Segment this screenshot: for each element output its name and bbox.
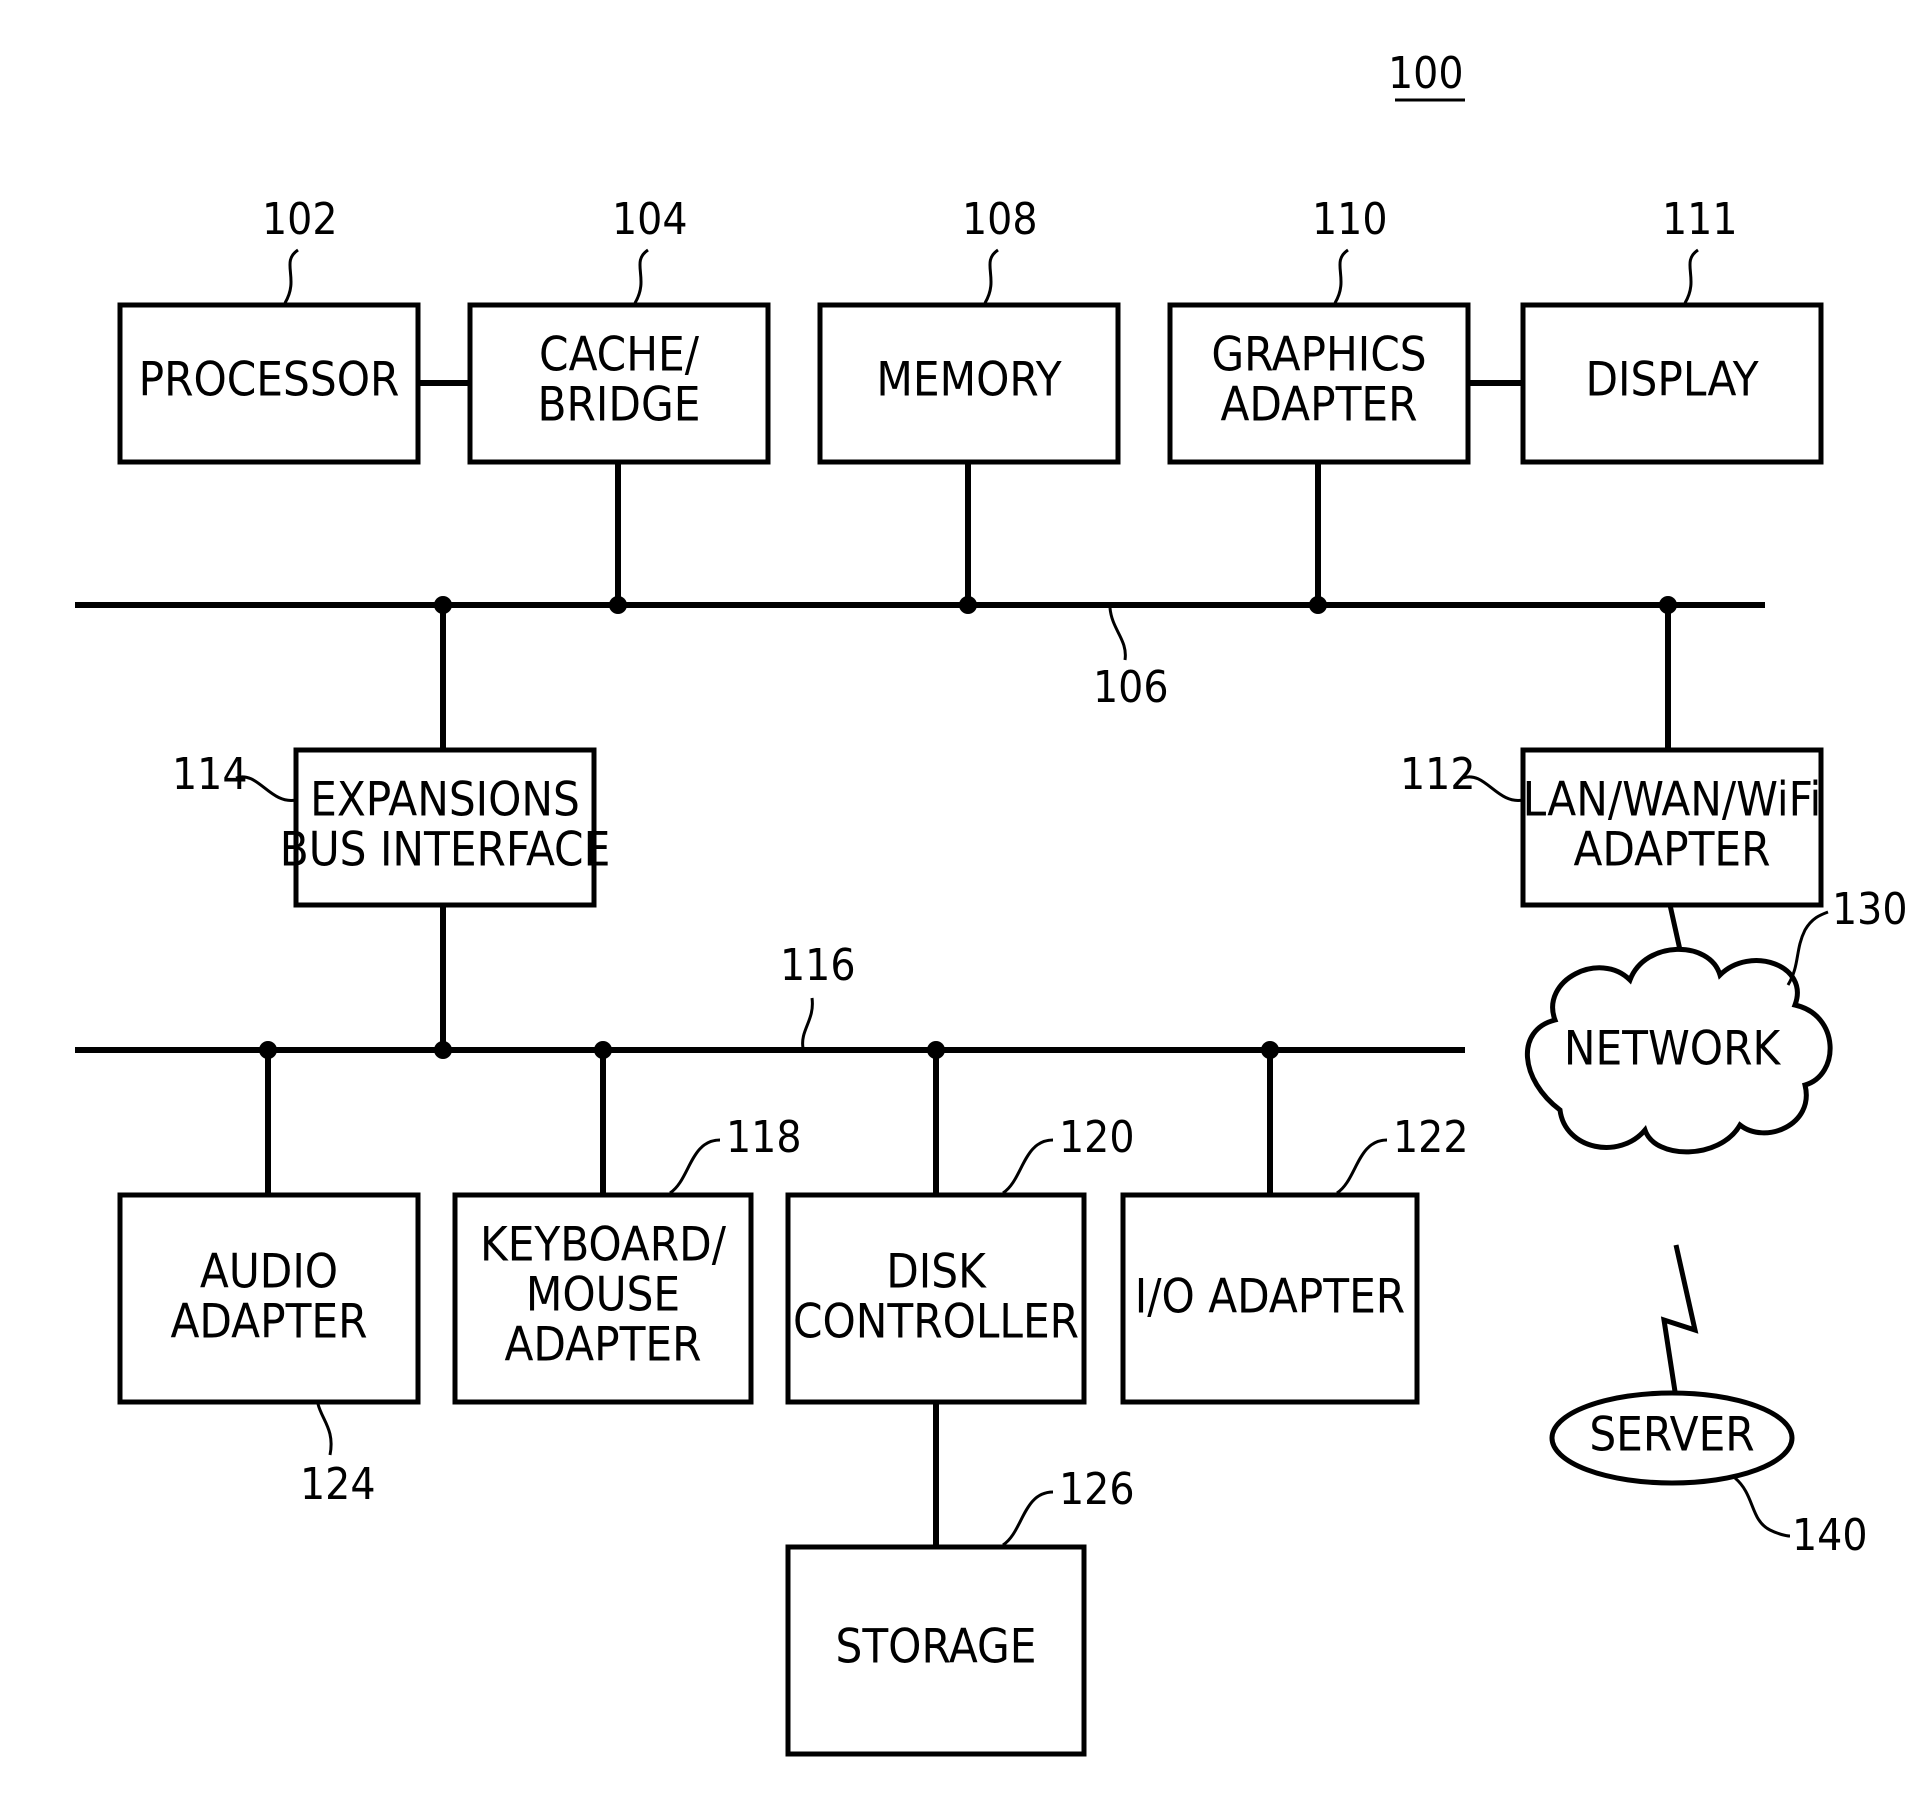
svg-text:ADAPTER: ADAPTER	[1574, 823, 1771, 878]
memory-block: MEMORY 108	[820, 194, 1118, 462]
disk-controller-block: DISK CONTROLLER 120	[788, 1112, 1135, 1402]
svg-text:ADAPTER: ADAPTER	[171, 1295, 368, 1350]
svg-text:SERVER: SERVER	[1589, 1408, 1754, 1463]
svg-text:I/O ADAPTER: I/O ADAPTER	[1135, 1270, 1405, 1325]
graphics-adapter-block: GRAPHICS ADAPTER 110	[1170, 194, 1468, 462]
svg-text:BUS INTERFACE: BUS INTERFACE	[280, 823, 611, 878]
ref-label: 124	[300, 1459, 376, 1510]
svg-text:NETWORK: NETWORK	[1564, 1022, 1782, 1077]
ref-label: 140	[1792, 1510, 1868, 1561]
ref-label: 120	[1059, 1112, 1135, 1163]
audio-adapter-block: AUDIO ADAPTER 124	[120, 1195, 418, 1510]
svg-text:106: 106	[1093, 662, 1169, 713]
svg-text:AUDIO: AUDIO	[200, 1245, 338, 1300]
ref-label: 126	[1059, 1464, 1135, 1515]
svg-text:KEYBOARD/: KEYBOARD/	[480, 1218, 727, 1273]
svg-text:MOUSE: MOUSE	[526, 1268, 680, 1323]
lan-wan-wifi-adapter-block: LAN/WAN/WiFi ADAPTER 112	[1400, 749, 1821, 905]
ref-label: 110	[1312, 194, 1388, 245]
ref-label: 114	[172, 749, 248, 800]
expansion-bus-ref: 116	[780, 940, 856, 1048]
svg-text:CACHE/: CACHE/	[539, 328, 700, 383]
ref-label: 108	[962, 194, 1038, 245]
server-oval: SERVER 140	[1552, 1393, 1868, 1561]
cache-bridge-block: CACHE/ BRIDGE 104	[470, 194, 768, 462]
svg-text:ADAPTER: ADAPTER	[1221, 378, 1418, 433]
svg-text:EXPANSIONS: EXPANSIONS	[310, 773, 580, 828]
svg-text:ADAPTER: ADAPTER	[505, 1318, 702, 1373]
figure-number: 100	[1388, 48, 1465, 100]
svg-text:MEMORY: MEMORY	[876, 353, 1061, 408]
svg-text:DISK: DISK	[886, 1245, 987, 1300]
svg-text:LAN/WAN/WiFi: LAN/WAN/WiFi	[1523, 773, 1822, 828]
ref-label: 112	[1400, 749, 1476, 800]
network-cloud: NETWORK 130	[1527, 884, 1907, 1152]
ref-label: 111	[1662, 194, 1738, 245]
ref-label: 130	[1832, 884, 1908, 935]
expansion-bus-interface-block: EXPANSIONS BUS INTERFACE 114	[172, 749, 610, 905]
svg-text:116: 116	[780, 940, 856, 991]
display-block: DISPLAY 111	[1523, 194, 1821, 462]
keyboard-mouse-adapter-block: KEYBOARD/ MOUSE ADAPTER 118	[455, 1112, 802, 1402]
svg-text:PROCESSOR: PROCESSOR	[139, 353, 400, 408]
svg-text:DISPLAY: DISPLAY	[1585, 353, 1758, 408]
ref-label: 104	[612, 194, 688, 245]
svg-text:GRAPHICS: GRAPHICS	[1211, 328, 1426, 383]
svg-text:100: 100	[1388, 48, 1464, 99]
wireless-link-network-server	[1664, 1245, 1695, 1398]
ref-label: 118	[726, 1112, 802, 1163]
svg-text:STORAGE: STORAGE	[836, 1620, 1037, 1675]
processor-block: PROCESSOR 102	[120, 194, 418, 462]
svg-text:CONTROLLER: CONTROLLER	[793, 1295, 1079, 1350]
ref-label: 122	[1393, 1112, 1469, 1163]
svg-text:BRIDGE: BRIDGE	[538, 378, 701, 433]
storage-block: STORAGE 126	[788, 1464, 1135, 1754]
io-adapter-block: I/O ADAPTER 122	[1123, 1112, 1469, 1402]
system-bus-ref: 106	[1093, 608, 1169, 713]
ref-label: 102	[262, 194, 338, 245]
